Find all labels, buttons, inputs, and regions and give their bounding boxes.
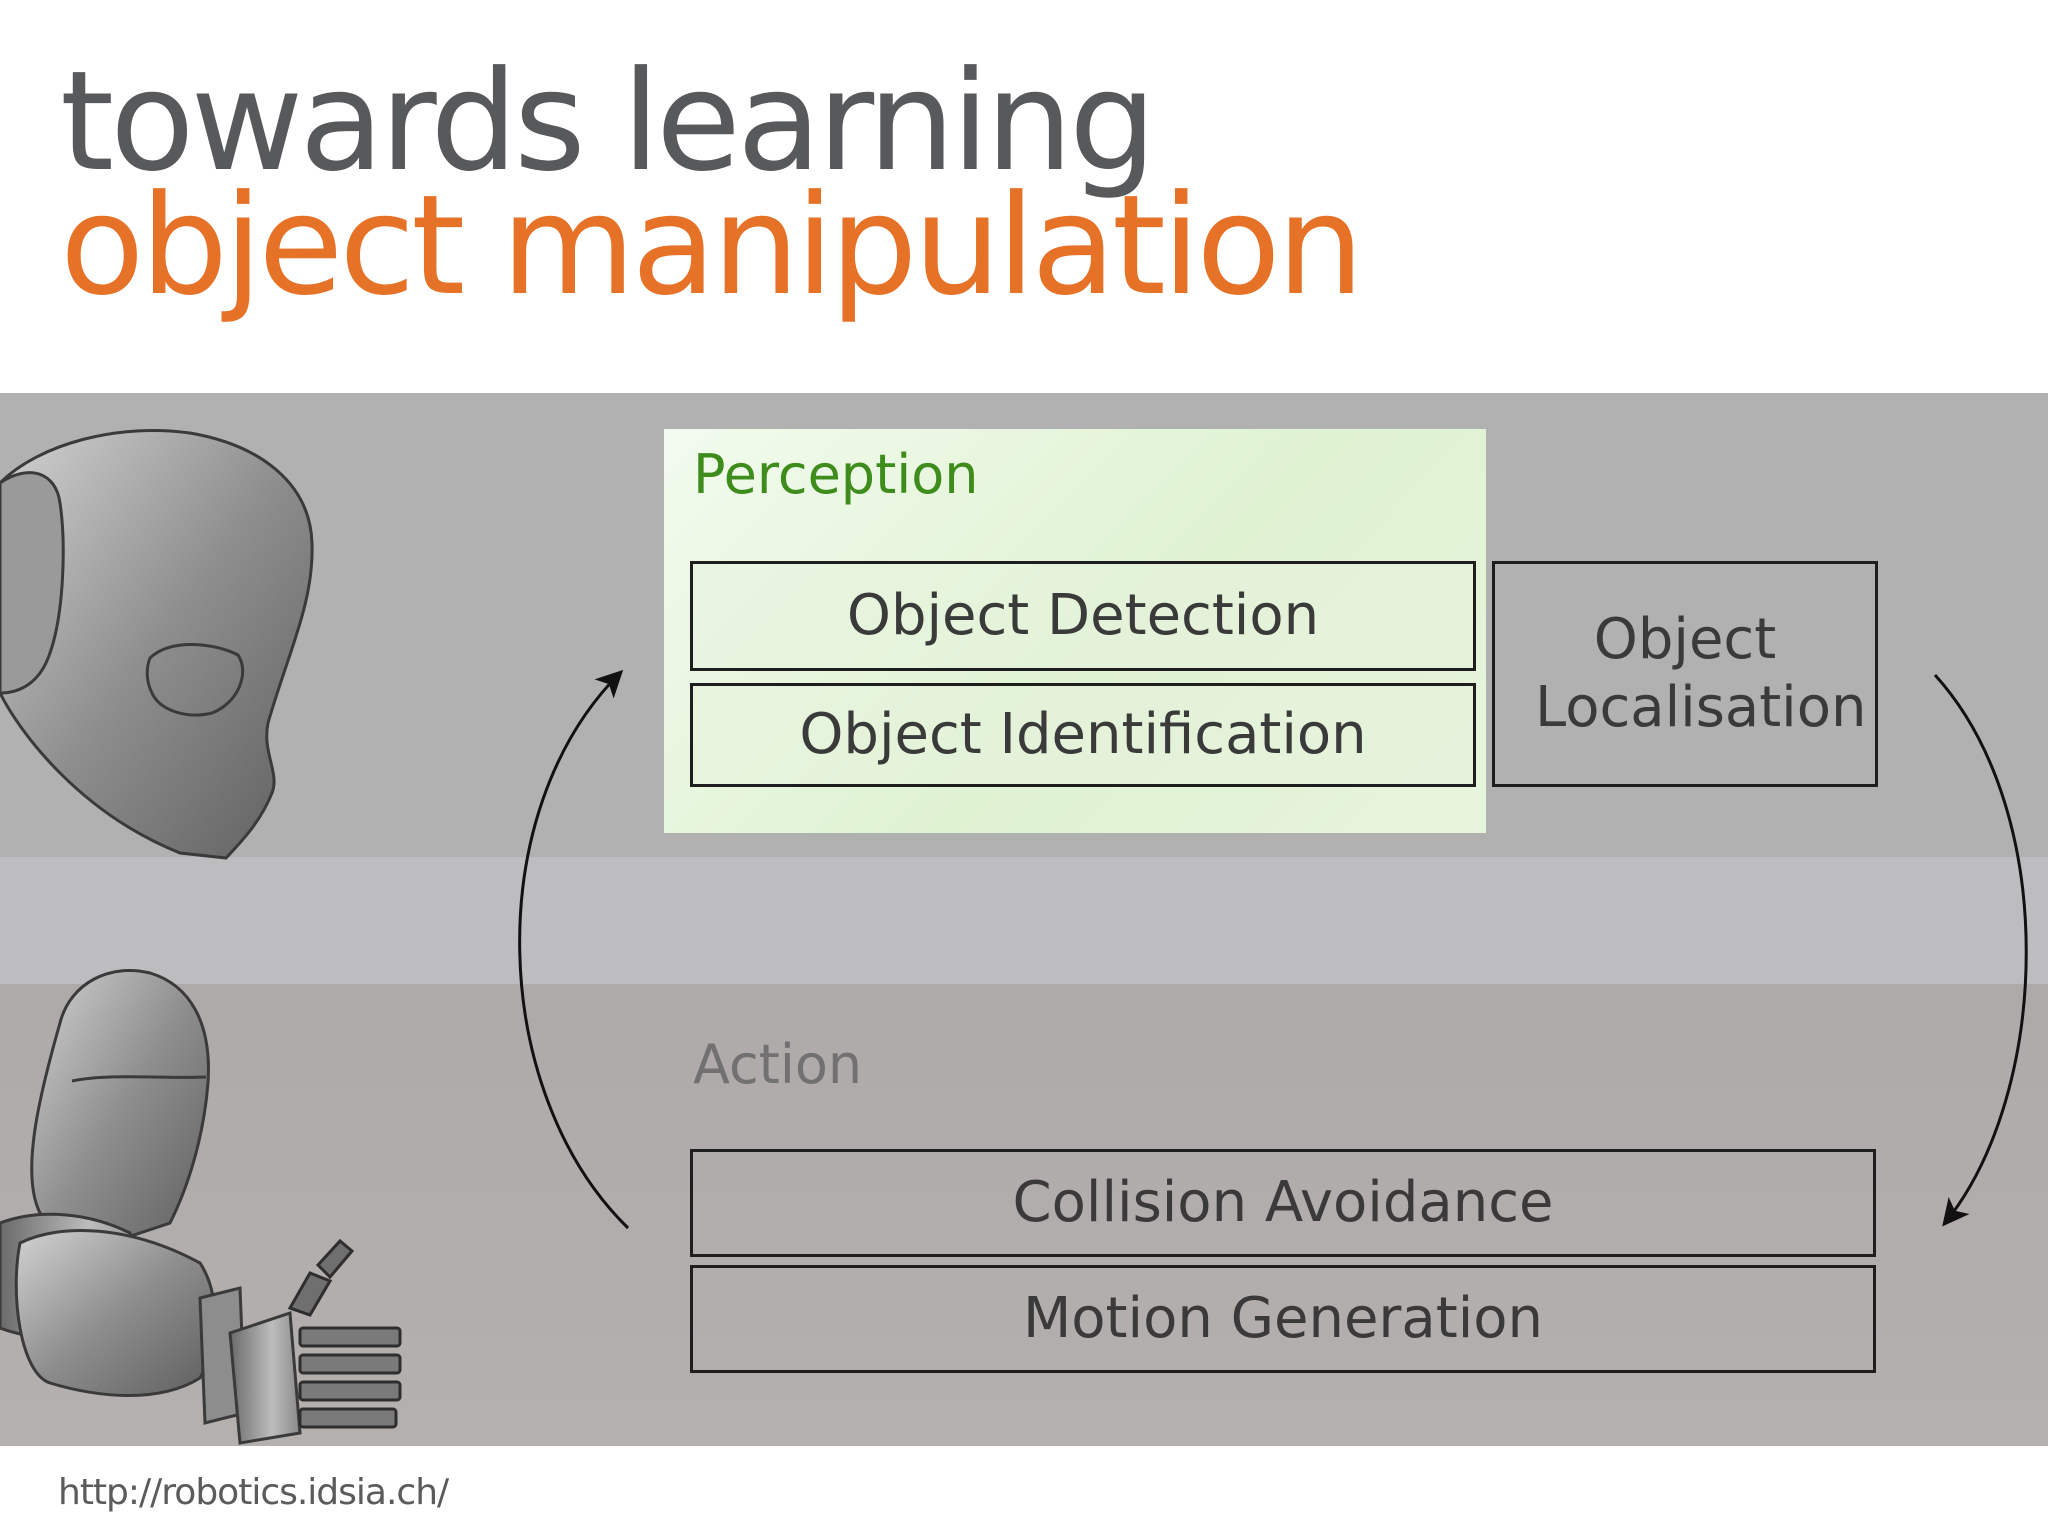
perception-to-action-arrow [1933,673,2028,1227]
object-detection-label: Object Detection [846,583,1320,648]
object-detection-box: Object Detection [690,561,1476,671]
motion-generation-box: Motion Generation [690,1265,1876,1373]
collision-avoidance-label: Collision Avoidance [1012,1170,1554,1235]
collision-avoidance-box: Collision Avoidance [690,1149,1876,1257]
title-line-1: towards learning [60,41,1157,202]
object-localisation-label: Object Localisation [1535,607,1867,740]
title-line-2: object manipulation [60,165,1364,326]
object-identification-box: Object Identification [690,683,1476,787]
robot-head-icon [0,429,314,860]
perception-action-figure: Perception Object Detection Object Ident… [0,393,2048,1446]
source-url: http://robotics.idsia.ch/ [58,1472,449,1513]
object-localisation-box: Object Localisation [1492,561,1878,787]
figure-graphics [0,429,2028,1445]
slide-title: towards learning object manipulation [60,41,1364,326]
motion-generation-label: Motion Generation [1022,1286,1544,1351]
action-label: Action [693,1033,863,1096]
perception-label: Perception [693,443,979,506]
object-identification-label: Object Identification [799,702,1367,767]
action-to-perception-arrow [518,669,630,1230]
robot-hand-icon [0,968,402,1445]
